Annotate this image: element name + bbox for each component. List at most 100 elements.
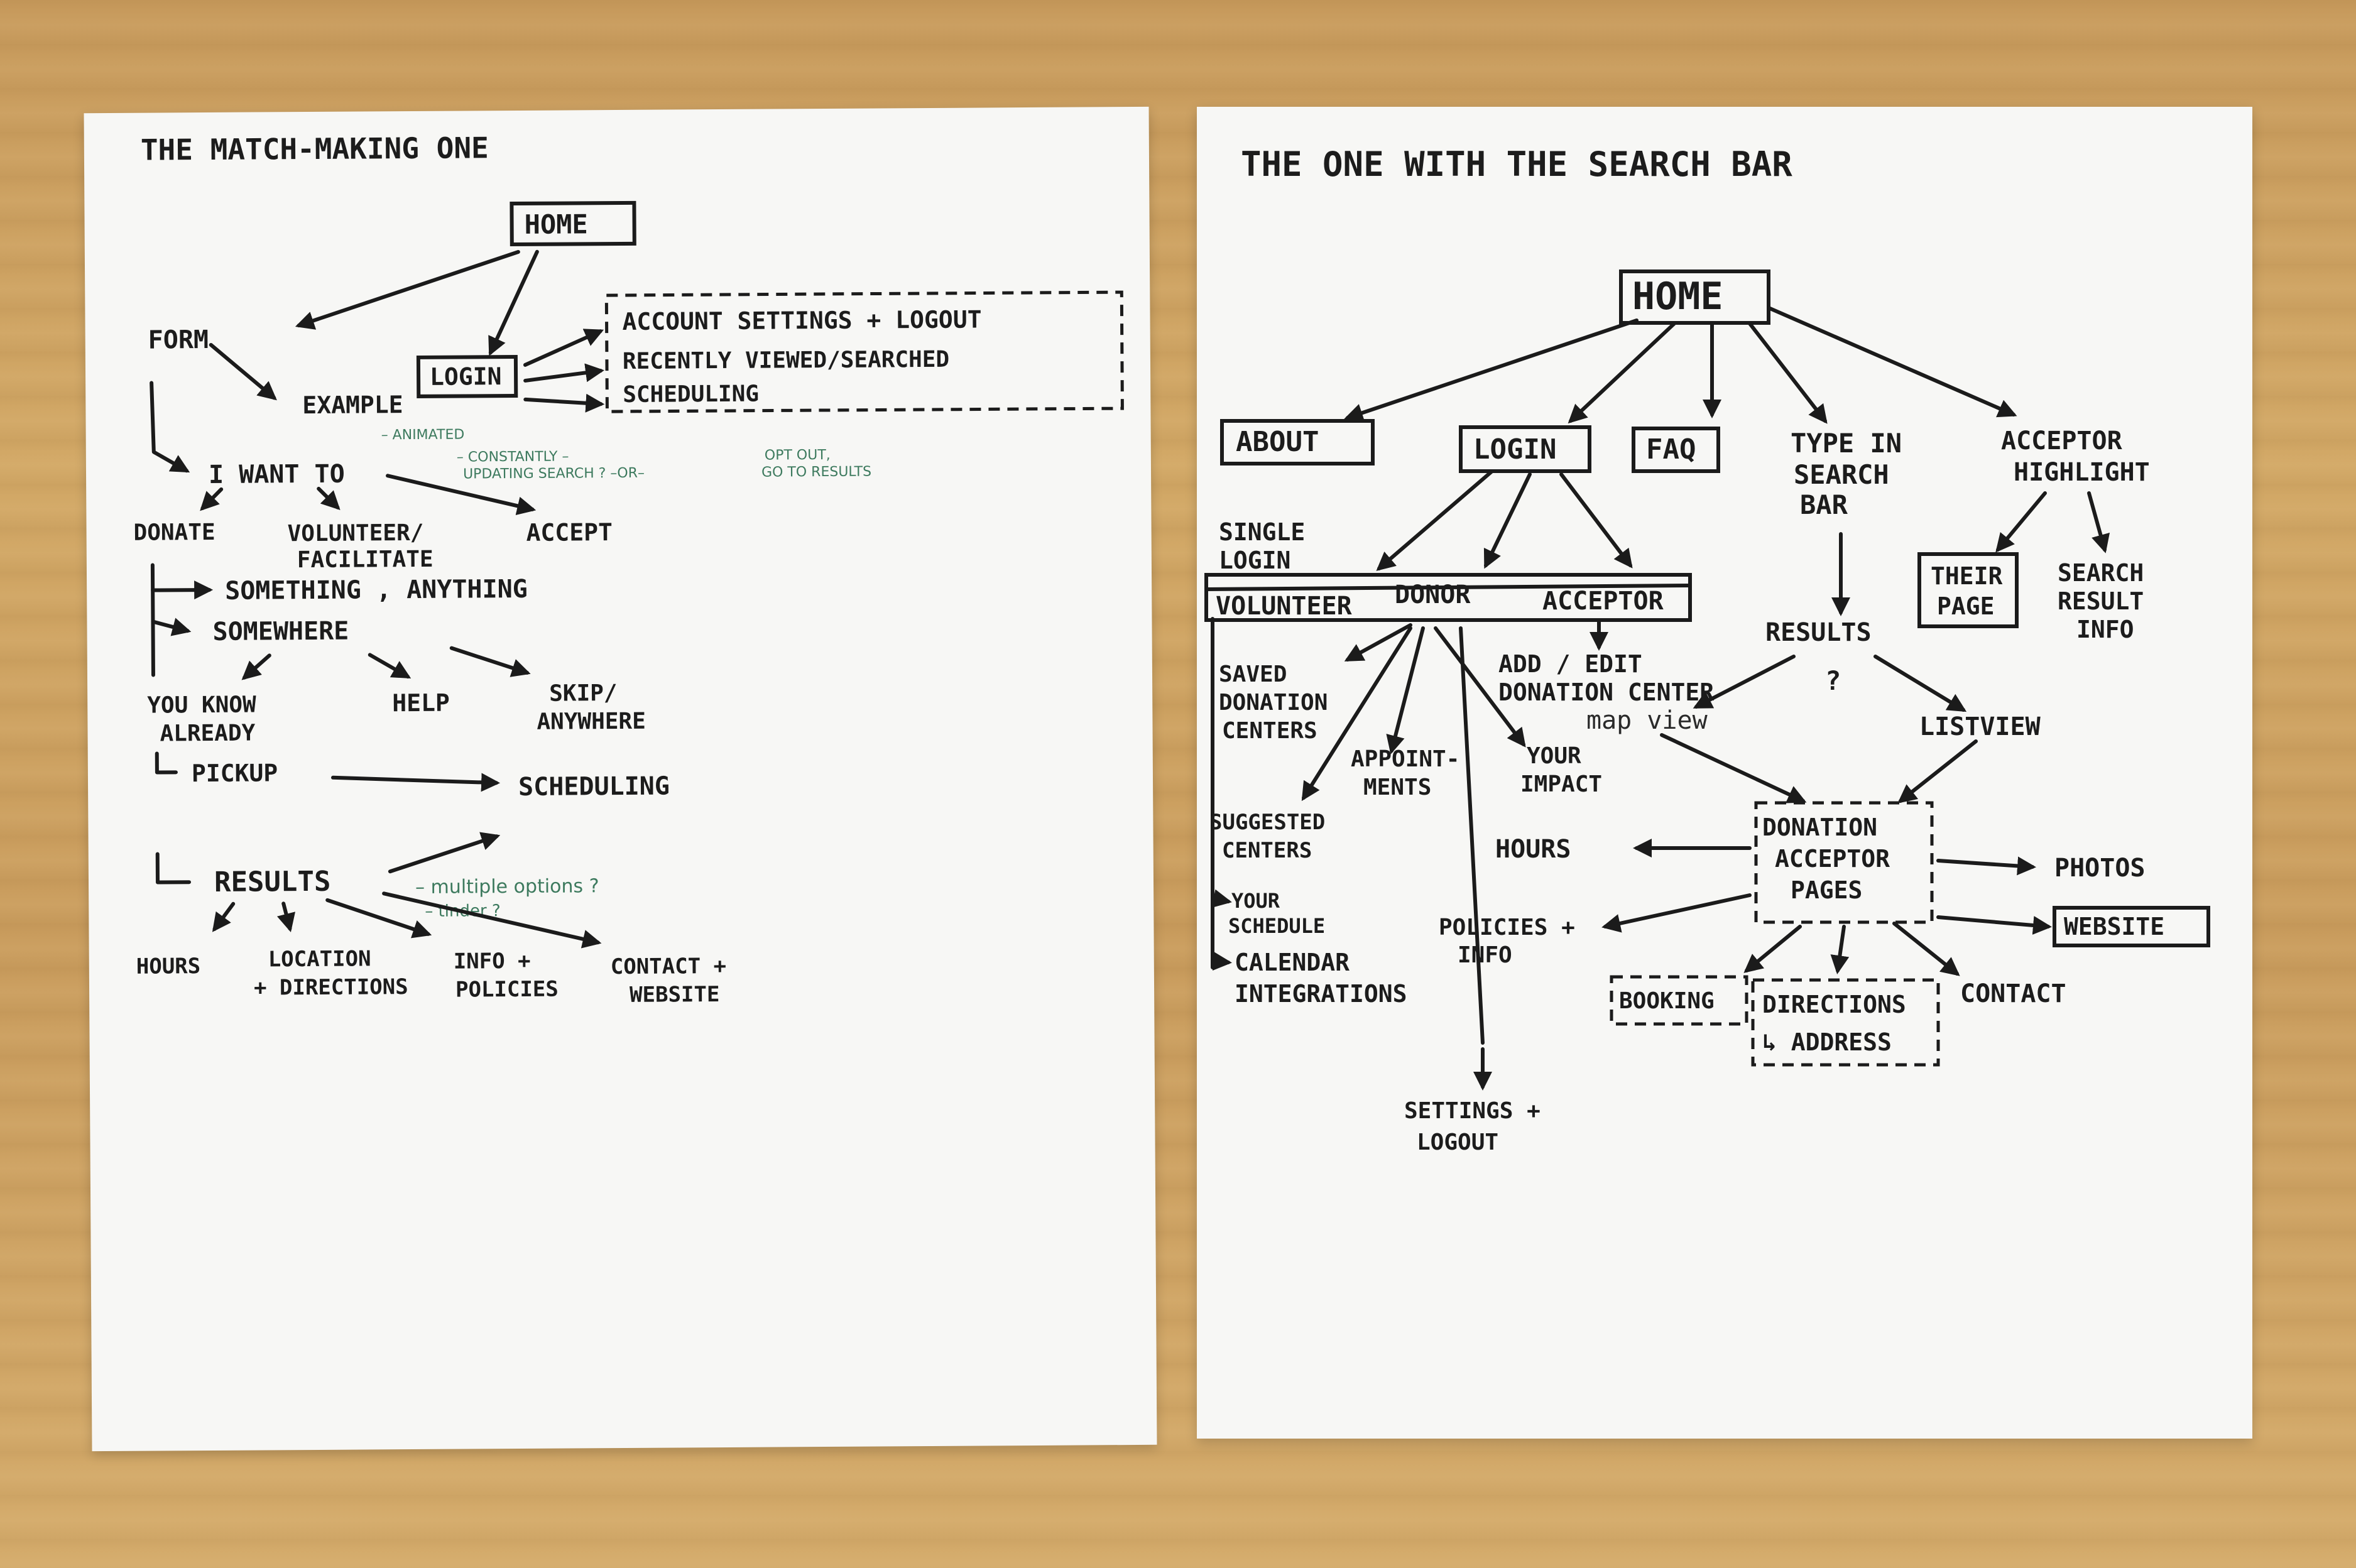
question-mark: ?: [1825, 665, 1841, 696]
help-label: HELP: [392, 689, 450, 717]
dap-label-3: PAGES: [1791, 876, 1862, 904]
appointments-label-1: APPOINT-: [1351, 746, 1459, 772]
user-types-divider: [1204, 584, 1692, 591]
home-label: HOME: [524, 209, 587, 240]
arrow-volunteer: [317, 486, 341, 510]
acceptor-highlight-label-1: ACCEPTOR: [2001, 427, 2123, 455]
search-result-label-1: SEARCH: [2058, 559, 2144, 587]
calendar-label-1: CALENDAR: [1235, 949, 1350, 976]
arrow-home-login: [488, 249, 539, 356]
somewhere-label: SOMEWHERE: [212, 617, 349, 646]
search-label: SEARCH: [1794, 459, 1889, 490]
skip-label: SKIP/: [549, 680, 618, 707]
arrow-search-result-info: [2087, 491, 2110, 553]
arrow-dap-photos: [1936, 856, 2036, 876]
right-paper-sheet: THE ONE WITH THE SEARCH BAR HOME ABOUT L…: [1197, 107, 2252, 1439]
single-label: SINGLE: [1219, 518, 1305, 546]
arrow-youknow: [241, 653, 271, 680]
page-label: PAGE: [1937, 592, 1995, 620]
donation-acceptor-pages-box: [1754, 801, 1934, 924]
arrow-something: [151, 580, 214, 600]
search-result-label-2: RESULT: [2058, 587, 2144, 615]
settings-label-2: LOGOUT: [1417, 1130, 1498, 1155]
arrow-your-impact: [1434, 626, 1526, 748]
directions-label-right: DIRECTIONS: [1762, 991, 1906, 1018]
map-view-label: map view: [1586, 706, 1708, 735]
arrow-home-login-right: [1568, 322, 1676, 424]
arrow-their-page: [1995, 491, 2047, 553]
something-label: SOMETHING , ANYTHING: [225, 575, 528, 606]
arrow-donate: [200, 487, 224, 511]
arrow-location: [276, 901, 296, 933]
note-constantly: – CONSTANTLY –: [457, 449, 569, 465]
faq-box: [1632, 427, 1720, 473]
arrow-dap-booking: [1743, 925, 1802, 973]
their-label: THEIR: [1931, 562, 2003, 590]
directions-address-box: [1751, 978, 1940, 1067]
note-animated: – ANIMATED: [381, 427, 465, 444]
faq-label: FAQ: [1646, 433, 1696, 466]
arrow-results-scheduling: [388, 832, 501, 874]
suggested-label-1: SUGGESTED: [1209, 810, 1325, 835]
arrow-login-acceptor: [1559, 472, 1633, 569]
login-label: LOGIN: [430, 362, 502, 391]
arrow-calendar: [1211, 952, 1232, 971]
location-label: LOCATION: [268, 946, 371, 972]
volunteer-label-right: VOLUNTEER: [1216, 592, 1353, 621]
example-label: EXAMPLE: [302, 391, 403, 419]
saved-label-2: DONATION: [1219, 690, 1328, 716]
arrow-login-volunteer: [1376, 469, 1494, 571]
hours-label-right: HOURS: [1495, 835, 1571, 864]
appointments-label-2: MENTS: [1363, 775, 1431, 800]
user-types-box: [1204, 573, 1692, 622]
acceptor-highlight-label-2: HIGHLIGHT: [2014, 458, 2150, 487]
add-edit-label-1: ADD / EDIT: [1498, 650, 1642, 678]
booking-box: [1610, 975, 1748, 1026]
arrow-dap-directions: [1830, 925, 1850, 974]
arrow-form-iwantto: [150, 381, 190, 473]
dap-label-1: DONATION: [1762, 814, 1877, 841]
search-result-label-3: INFO: [2076, 616, 2134, 643]
hours-label: HOURS: [136, 954, 201, 979]
address-label: ↳ ADDRESS: [1762, 1028, 1892, 1056]
website-box: [2053, 906, 2210, 947]
form-label: FORM: [148, 325, 209, 355]
volunteer-label: VOLUNTEER/: [287, 520, 423, 547]
results-label-right: RESULTS: [1765, 618, 1872, 647]
left-paper-sheet: THE MATCH-MAKING ONE HOME FORM EXAMPLE L…: [84, 106, 1157, 1452]
pickup-label: PICKUP: [192, 759, 278, 787]
your-schedule-label-1: YOUR: [1231, 889, 1280, 913]
their-page-box: [1917, 552, 2019, 628]
arrow-login-account: [523, 329, 604, 367]
website-label-right: WEBSITE: [2064, 913, 2164, 940]
arrow-home-about: [1344, 318, 1639, 422]
acceptor-label: ACCEPTOR: [1542, 587, 1664, 616]
your-impact-label-2: IMPACT: [1520, 771, 1602, 797]
right-title: THE ONE WITH THE SEARCH BAR: [1241, 144, 1792, 184]
saved-label-3: CENTERS: [1222, 718, 1317, 744]
scheduling-label: SCHEDULING: [518, 772, 670, 802]
contact-label-right: CONTACT: [1960, 979, 2066, 1008]
policies-label-2: INFO: [1458, 942, 1512, 968]
settings-label-1: SETTINGS +: [1404, 1098, 1541, 1124]
login-dashed-group: [604, 290, 1124, 413]
arrow-contact: [382, 891, 602, 949]
home-box: [510, 200, 636, 247]
you-know-label: YOU KNOW: [147, 692, 256, 719]
about-box: [1220, 419, 1375, 466]
arrow-suggested: [1301, 626, 1412, 802]
arrow-dap-policies: [1601, 893, 1752, 933]
login-box-right: [1459, 425, 1591, 473]
line-results: [155, 852, 191, 885]
contact-label: CONTACT +: [611, 954, 726, 979]
arrow-home-search: [1748, 322, 1828, 424]
policies-label-1: POLICIES +: [1439, 915, 1575, 940]
already-label: ALREADY: [160, 721, 255, 747]
accept-label: ACCEPT: [526, 518, 613, 547]
recently-viewed-label: RECENTLY VIEWED/SEARCHED: [623, 347, 949, 374]
arrow-form-example: [209, 342, 277, 401]
login-label-right: LOGIN: [1473, 433, 1556, 466]
your-schedule-label-2: SCHEDULE: [1228, 914, 1325, 938]
arrow-home-acceptor: [1767, 306, 2017, 418]
arrow-help: [368, 653, 412, 679]
